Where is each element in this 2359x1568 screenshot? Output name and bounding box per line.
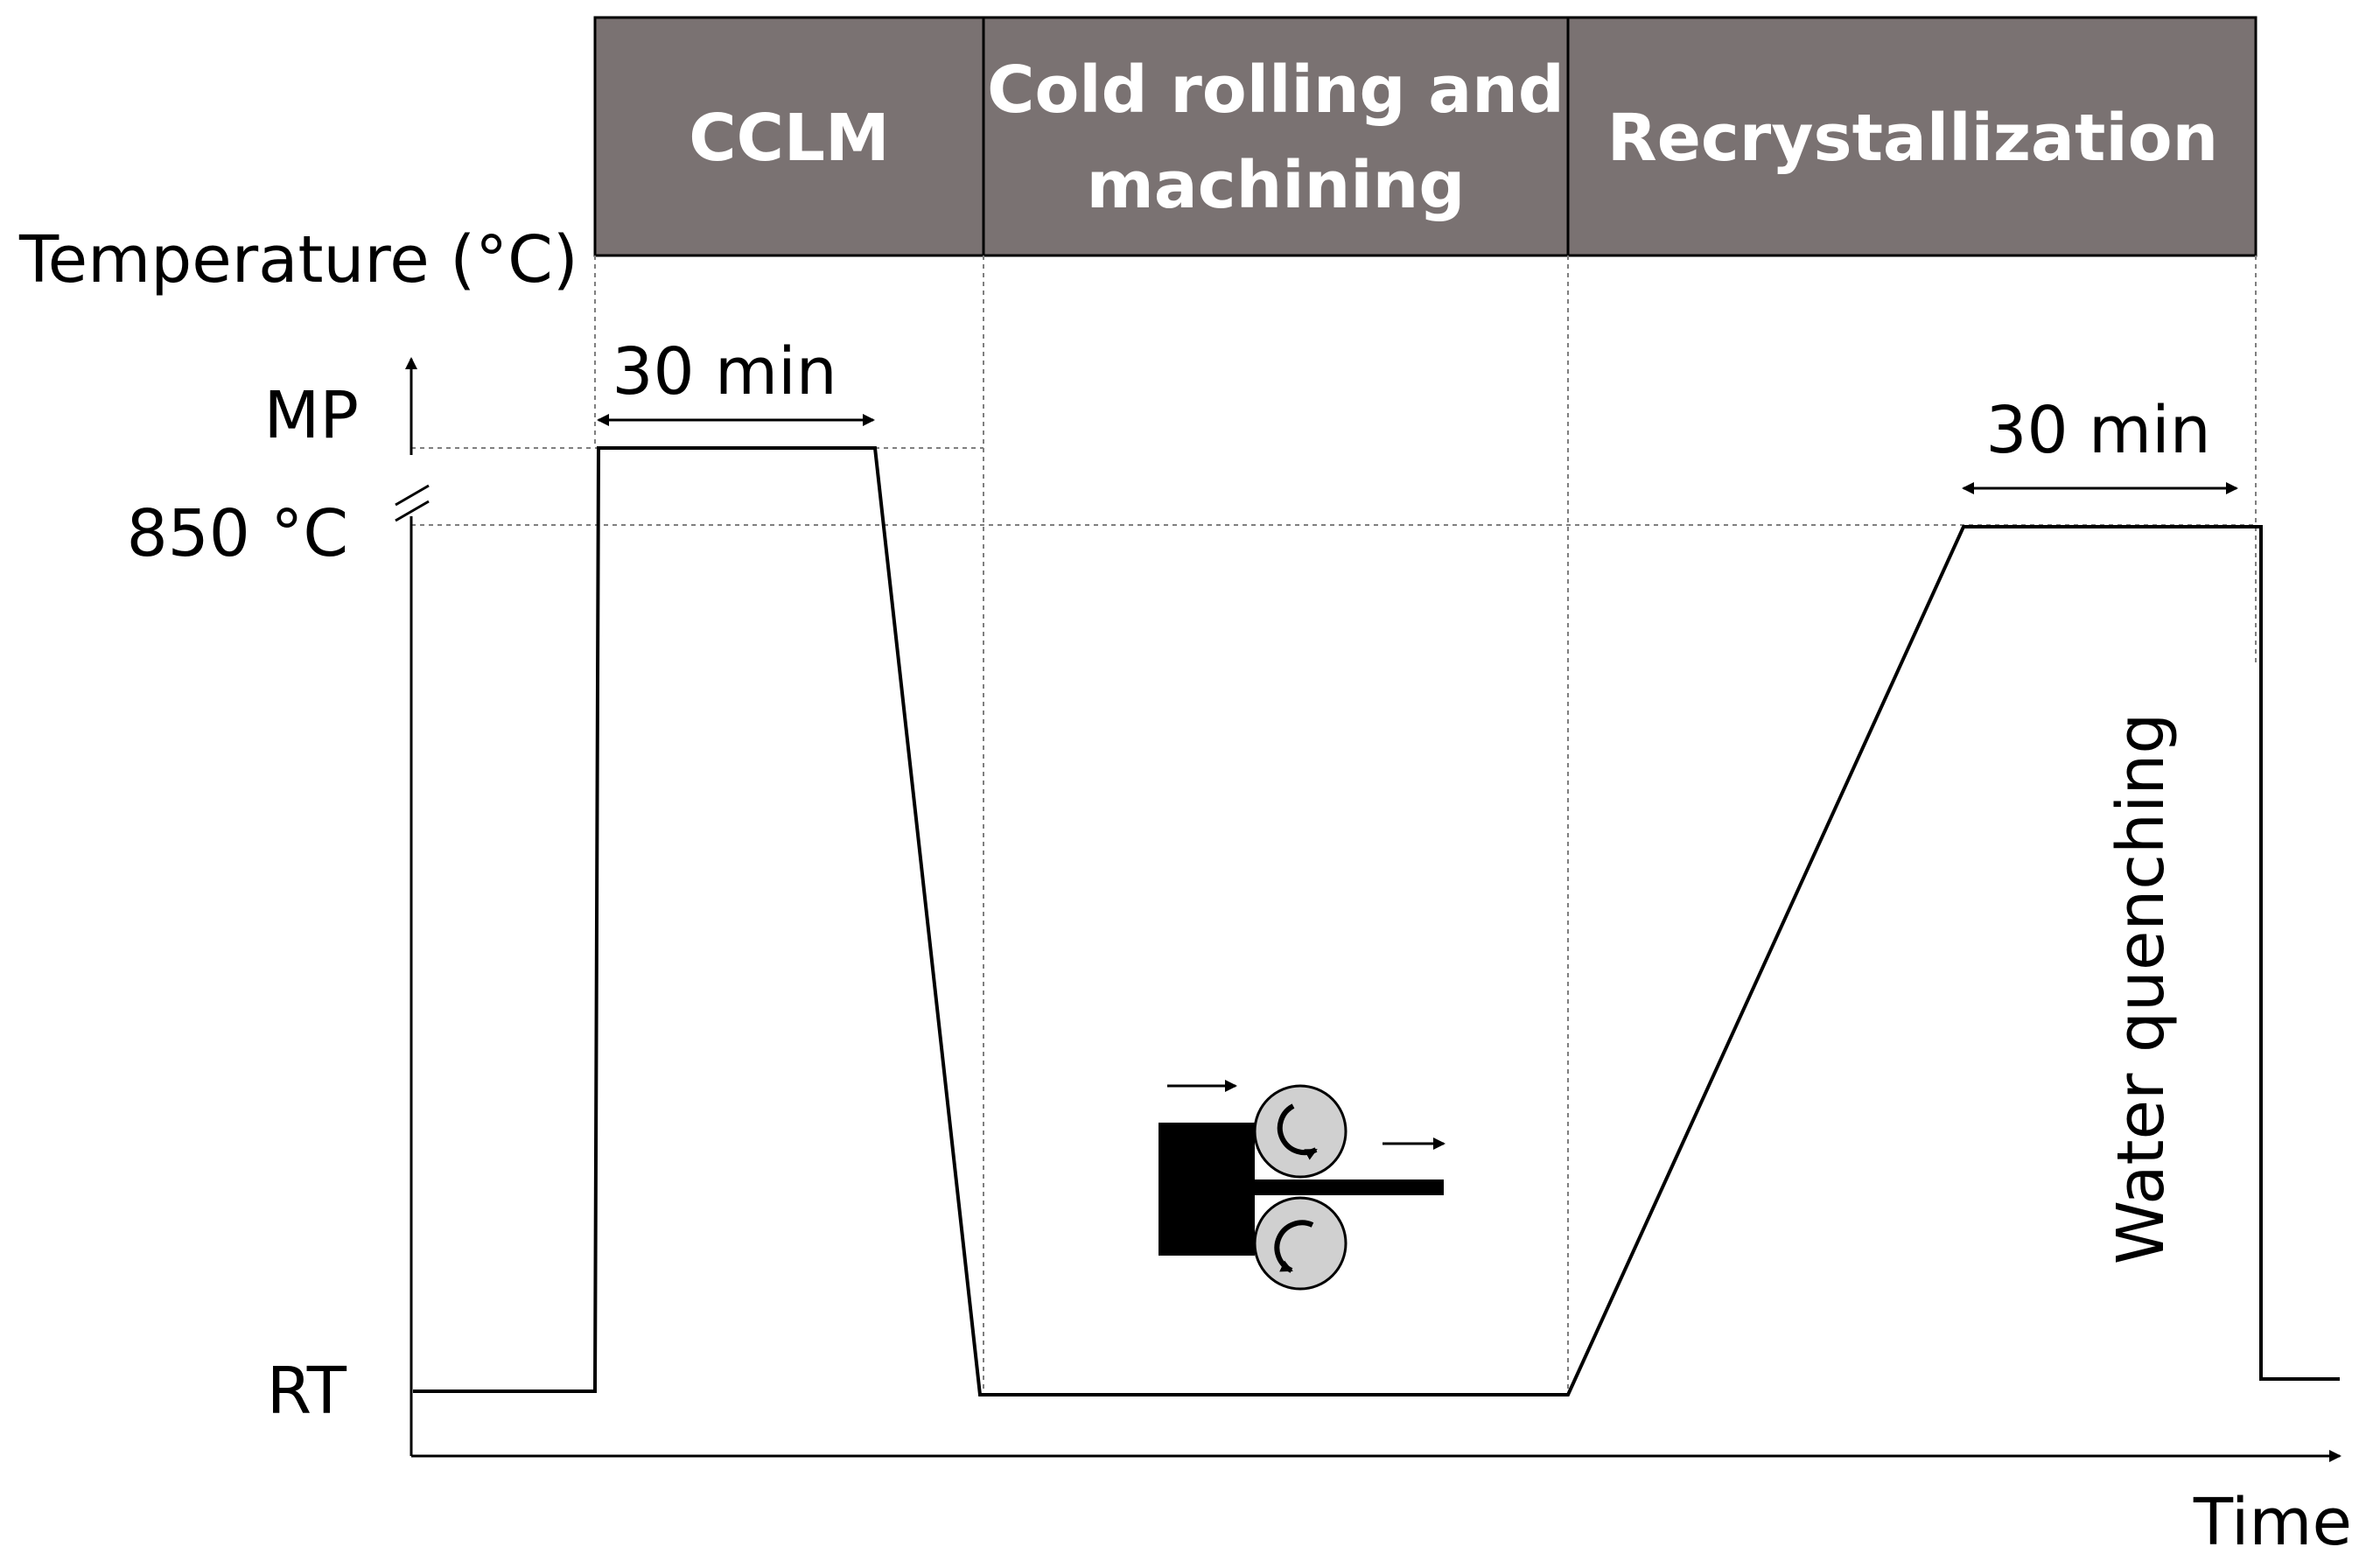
rt-label: RT xyxy=(267,1354,347,1429)
axis-break-mark-1 xyxy=(395,484,430,507)
upper-roller-rotation-arrow xyxy=(1277,1103,1318,1160)
lower-roller xyxy=(1253,1196,1348,1291)
stage-label-cold-rolling-line1: Cold rolling and xyxy=(987,52,1564,128)
y-axis-title: Temperature (°C) xyxy=(18,222,578,298)
temperature-profile-line xyxy=(413,446,2340,1396)
temp-850-label: 850 °C xyxy=(127,496,348,571)
stage-box-cclm xyxy=(593,16,985,257)
axes xyxy=(395,357,2342,1462)
stage-label-recrystallization: Recrystallization xyxy=(1607,101,2218,176)
stage-label-cold-rolling-line2: machining xyxy=(1087,148,1466,223)
guide-lines xyxy=(411,256,2257,1391)
lower-roller-rotation-arrow xyxy=(1274,1220,1314,1273)
stage-box-cold-rolling xyxy=(982,16,1570,257)
stage-label-cclm: CCLM xyxy=(689,101,889,176)
stage-header: CCLM Cold rolling and machining Recrysta… xyxy=(593,16,2258,257)
rolled-strip xyxy=(1255,1180,1444,1195)
stage-box-recrystallization xyxy=(1566,16,2258,257)
axis-break-mark-2 xyxy=(395,500,430,522)
workpiece-block xyxy=(1158,1123,1255,1256)
water-quenching-label: Water quenching xyxy=(2104,713,2179,1265)
hold-2-label: 30 min xyxy=(1985,393,2210,468)
mp-label: MP xyxy=(264,378,359,453)
upper-roller xyxy=(1253,1084,1348,1179)
hold-1-label: 30 min xyxy=(612,334,836,410)
cold-rolling-mill-icon xyxy=(1158,1080,1446,1291)
x-axis-title: Time xyxy=(2193,1485,2352,1560)
